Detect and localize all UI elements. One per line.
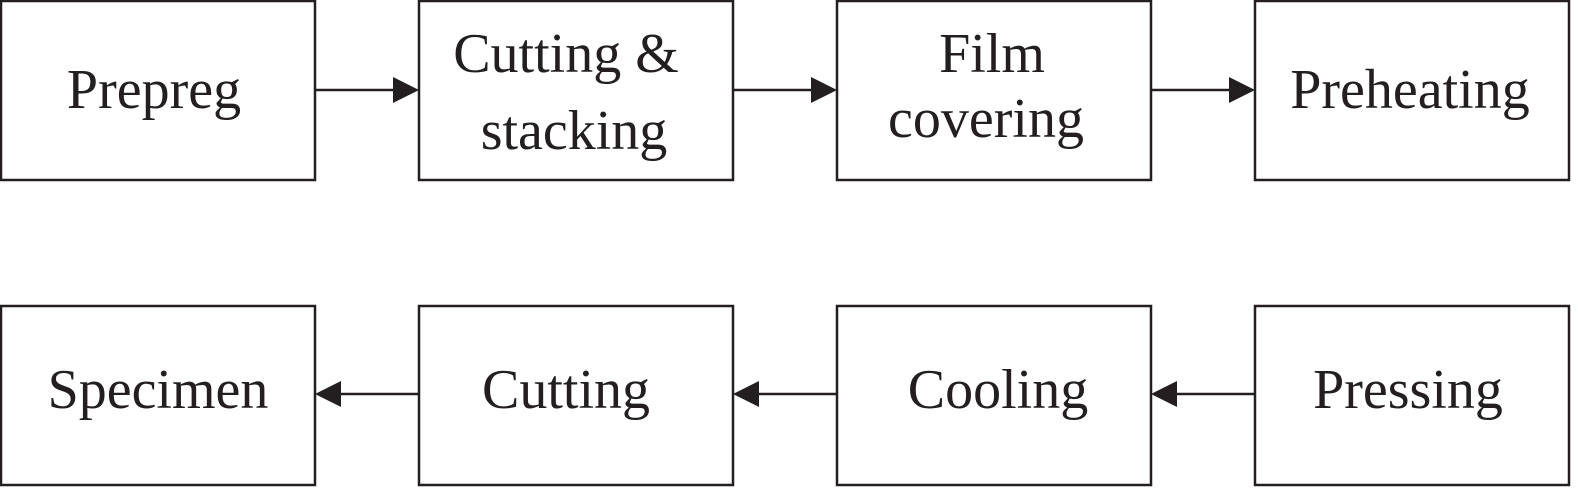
step-pressing-box: [1253, 304, 1571, 487]
step-specimen-box: [0, 304, 317, 487]
step-prepreg-box: [0, 0, 317, 182]
step-cutting-stacking-label-line1: Cutting &: [453, 23, 679, 85]
arrow-prepreg-to-cutting-stacking: [315, 77, 419, 103]
step-cooling-label: Cooling: [908, 359, 1088, 421]
step-film-covering-label-line2: covering: [888, 88, 1084, 150]
arrow-cutting-stacking-to-film-covering: [733, 77, 837, 103]
step-cutting-stacking: Cutting & stacking: [417, 0, 735, 182]
step-cutting-stacking-box: [417, 0, 735, 182]
arrow-cutting-to-specimen: [315, 381, 419, 407]
step-cooling-box: [835, 304, 1153, 487]
step-film-covering: Film covering: [835, 0, 1153, 182]
step-prepreg: Prepreg: [0, 0, 317, 182]
arrow-film-covering-to-preheating: [1151, 77, 1255, 103]
step-preheating-box: [1253, 0, 1571, 182]
step-film-covering-box: [835, 0, 1153, 182]
step-specimen-label: Specimen: [48, 359, 269, 421]
step-pressing: Pressing: [1253, 304, 1571, 487]
step-cutting-box: [417, 304, 735, 487]
step-cutting-label: Cutting: [482, 359, 650, 421]
step-preheating-label: Preheating: [1290, 59, 1529, 121]
step-specimen: Specimen: [0, 304, 317, 487]
step-pressing-label: Pressing: [1313, 359, 1503, 421]
step-preheating: Preheating: [1253, 0, 1571, 182]
step-cutting-stacking-label-line2: stacking: [481, 100, 668, 162]
step-cooling: Cooling: [835, 304, 1153, 487]
arrow-cooling-to-cutting: [733, 381, 837, 407]
arrow-pressing-to-cooling: [1151, 381, 1255, 407]
step-film-covering-label-line1: Film: [939, 23, 1045, 85]
step-prepreg-label: Prepreg: [67, 59, 241, 121]
step-cutting: Cutting: [417, 304, 735, 487]
